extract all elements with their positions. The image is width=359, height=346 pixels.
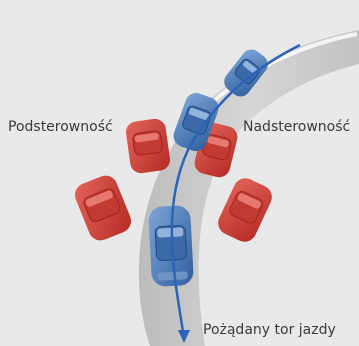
car-understeer-near (71, 172, 134, 244)
desired-path-label: Pożądany tor jazdy (203, 322, 336, 338)
car-oversteer-near (214, 174, 276, 245)
car-understeer-far (125, 117, 172, 174)
oversteer-label: Nadsterowność (243, 119, 359, 135)
understeer-label: Podsterowność (8, 119, 113, 135)
